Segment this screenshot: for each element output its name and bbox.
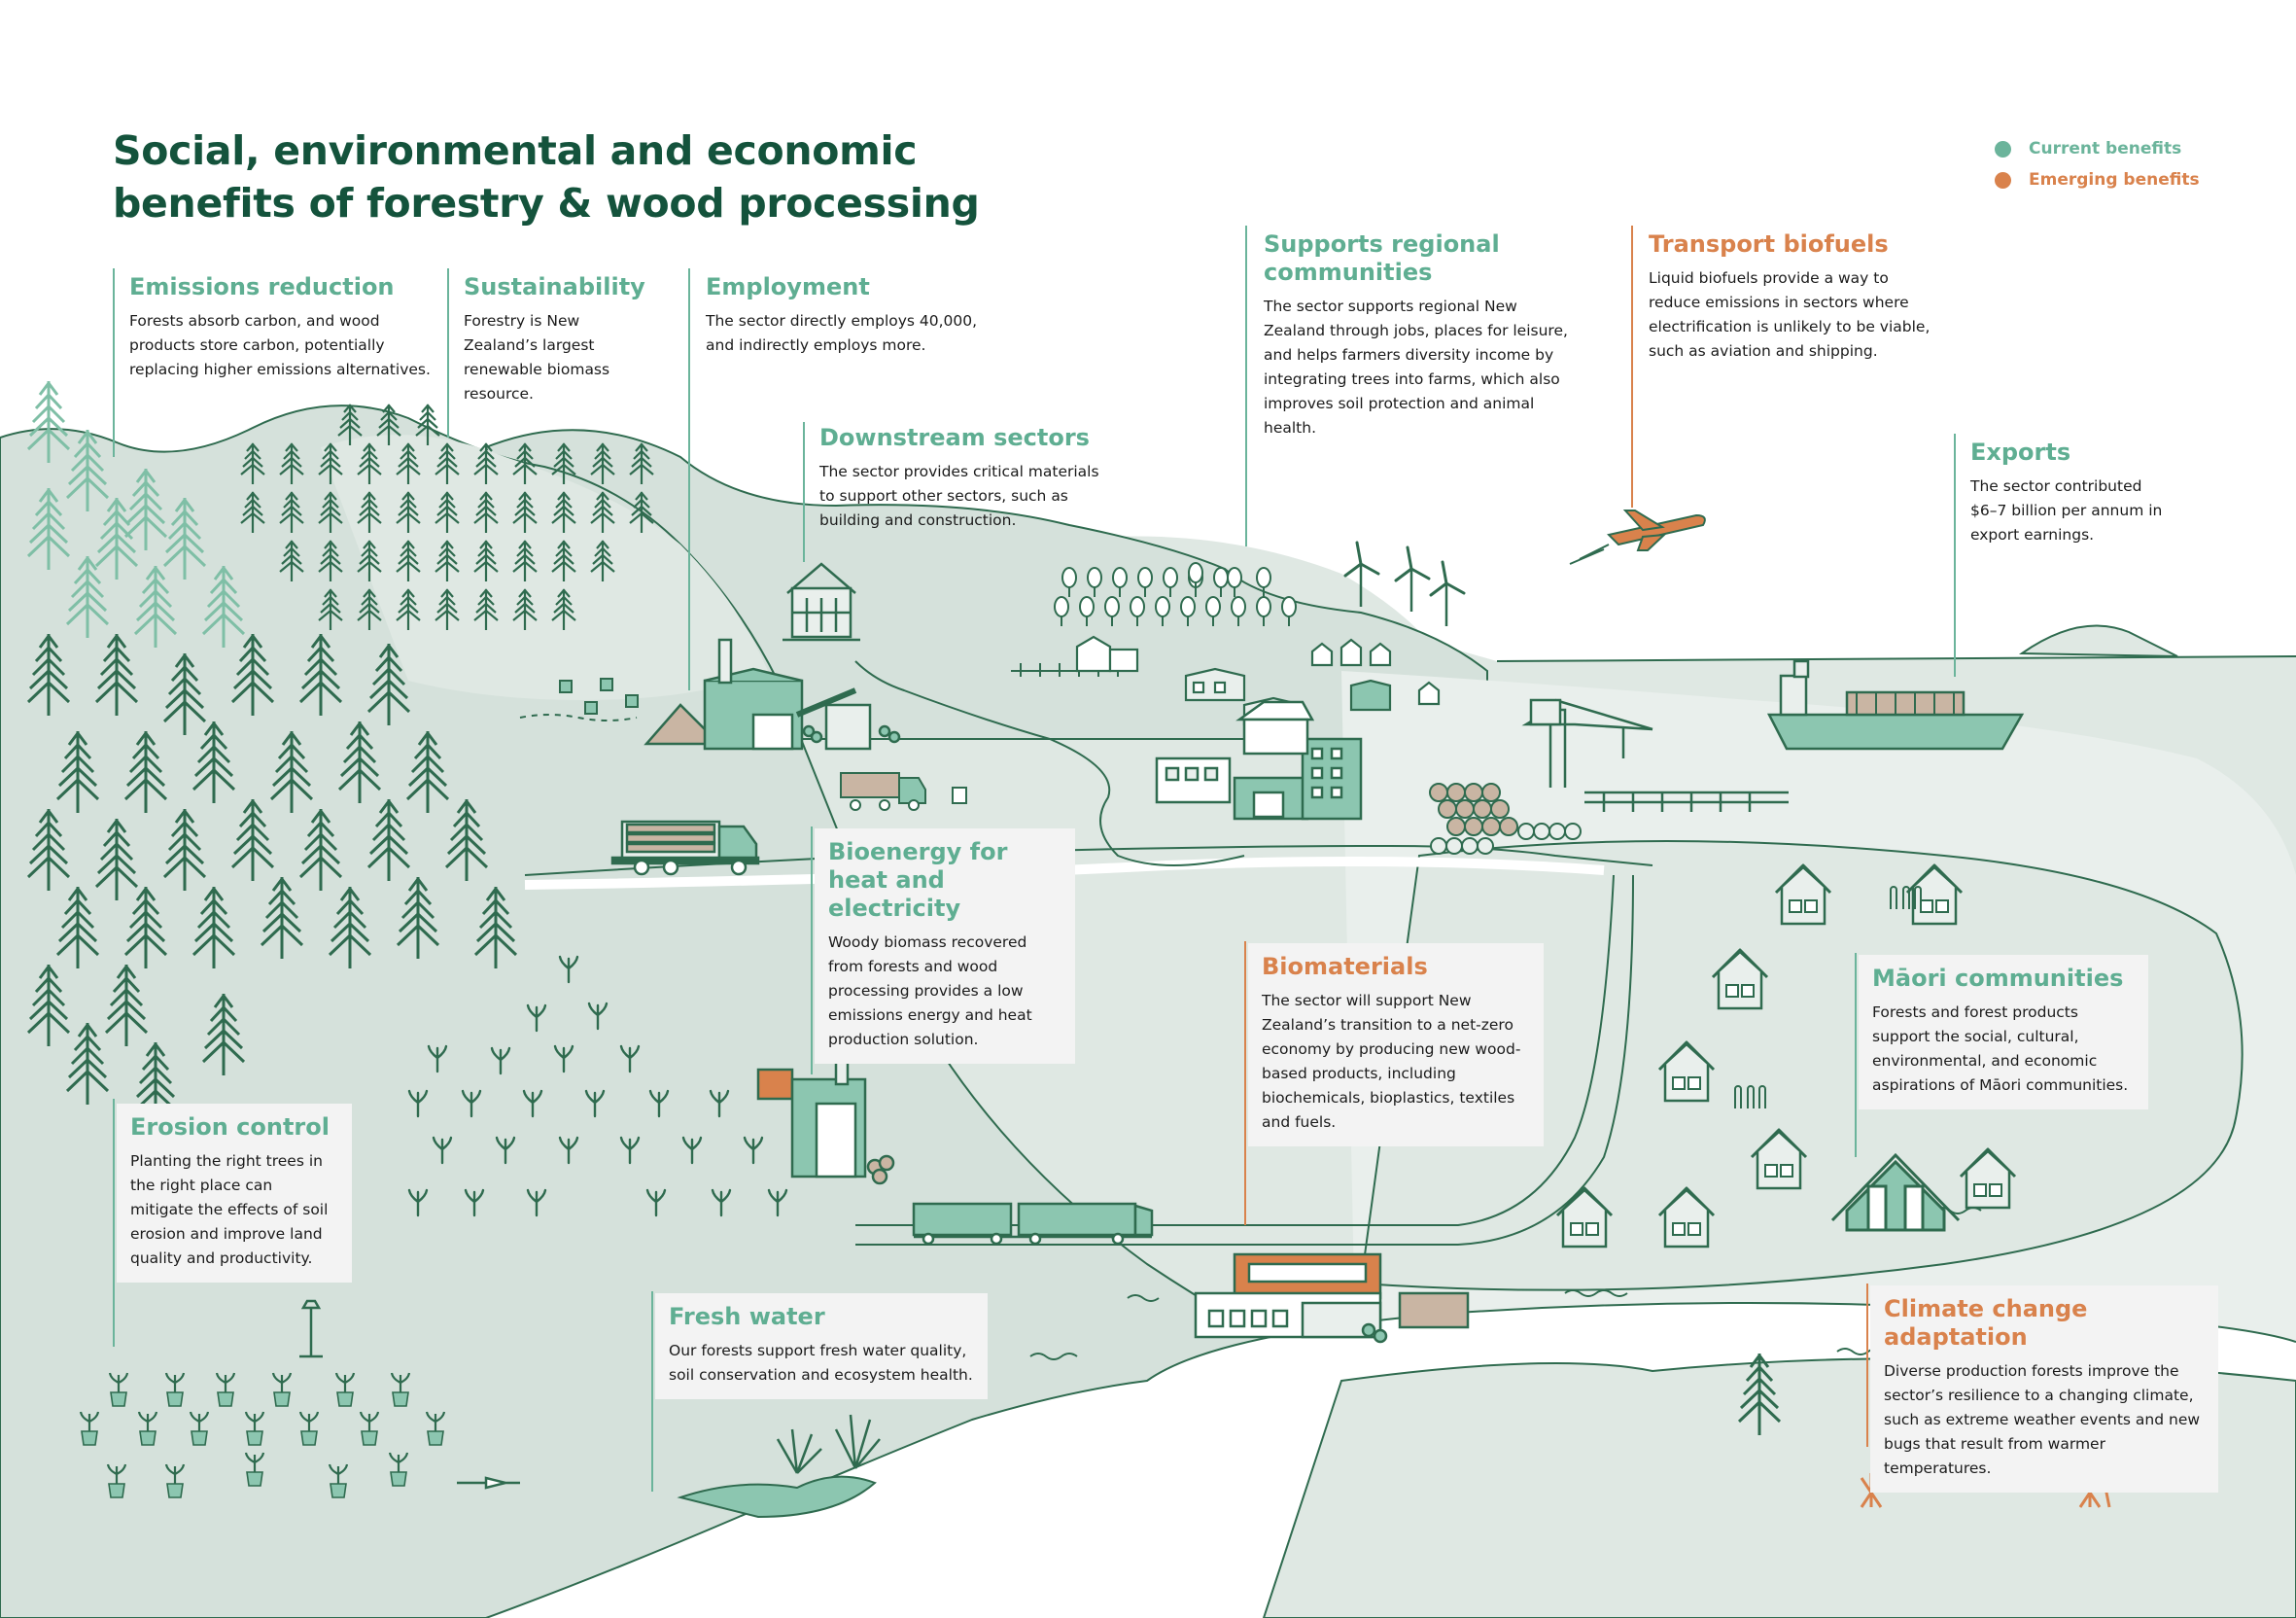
- callout-title: Employment: [706, 273, 870, 300]
- legend-emerging: Emerging benefits: [1995, 164, 2200, 195]
- legend-emerging-label: Emerging benefits: [2029, 170, 2200, 190]
- callout-title: Fresh water: [669, 1303, 825, 1330]
- callout-title: Exports: [1970, 439, 2071, 466]
- crane-icon: [1521, 698, 1789, 812]
- callout-erosion-control: Erosion control Planting the right trees…: [117, 1104, 352, 1283]
- callout-title: Erosion control: [130, 1113, 330, 1141]
- legend-current-label: Current benefits: [2029, 139, 2182, 158]
- legend-current: Current benefits: [1995, 133, 2200, 164]
- callout-text: Forests and forest products support the …: [1872, 1003, 2129, 1094]
- cargo-ship-icon: [1766, 659, 2025, 751]
- emissions-leader: [113, 268, 115, 457]
- current-dot-icon: [1995, 140, 2011, 158]
- callout-text: Our forests support fresh water quality,…: [669, 1342, 973, 1384]
- callout-supports-regional-communities: Supports regional communities The sector…: [1264, 230, 1575, 440]
- callout-transport-biofuels: Transport biofuels Liquid biofuels provi…: [1649, 230, 1931, 364]
- climate-leader: [1866, 1284, 1868, 1447]
- log-truck-icon: [610, 820, 760, 876]
- sawmill: [644, 638, 901, 751]
- downstream-leader: [803, 422, 805, 562]
- callout-text: The sector supports regional New Zealand…: [1264, 298, 1568, 437]
- callout-maori-communities: Māori communities Forests and forest pro…: [1859, 955, 2148, 1109]
- callout-biomaterials: Biomaterials The sector will support New…: [1248, 943, 1544, 1146]
- maori-leader: [1855, 953, 1857, 1157]
- callout-exports: Exports The sector contributed $6–7 bill…: [1970, 439, 2165, 547]
- callout-title: Sustainability: [464, 273, 645, 300]
- page-title: Social, environmental and economic benef…: [113, 127, 980, 227]
- callout-employment: Employment The sector directly employs 4…: [706, 273, 988, 358]
- callout-title: Downstream sectors: [819, 424, 1090, 451]
- callout-title: Māori communities: [1872, 965, 2124, 992]
- emerging-dot-icon: [1995, 171, 2011, 189]
- biofuels-leader: [1631, 226, 1633, 508]
- callout-bioenergy: Bioenergy for heat and electricity Woody…: [815, 828, 1075, 1064]
- callout-text: Forests absorb carbon, and wood products…: [129, 312, 431, 378]
- sustainability-leader: [447, 268, 449, 438]
- callout-text: Liquid biofuels provide a way to reduce …: [1649, 269, 1931, 360]
- erosion-leader: [113, 1099, 115, 1347]
- callout-emissions-reduction: Emissions reduction Forests absorb carbo…: [129, 273, 450, 382]
- callout-text: The sector contributed $6–7 billion per …: [1970, 477, 2163, 544]
- callout-text: The sector directly employs 40,000, and …: [706, 312, 978, 354]
- callout-title: Bioenergy for heat and electricity: [828, 838, 1008, 922]
- callout-sustainability: Sustainability Forestry is New Zealand’s…: [464, 273, 658, 406]
- employment-leader: [688, 268, 690, 690]
- airplane-icon: [1569, 510, 1706, 565]
- callout-text: Diverse production forests improve the s…: [1884, 1362, 2201, 1477]
- bioenergy-leader: [811, 827, 813, 1074]
- exports-leader: [1954, 434, 1956, 677]
- freshwater-leader: [651, 1291, 653, 1492]
- callout-text: The sector provides critical materials t…: [819, 463, 1099, 529]
- callout-text: Forestry is New Zealand’s largest renewa…: [464, 312, 610, 403]
- legend: Current benefits Emerging benefits: [1995, 133, 2200, 195]
- callout-downstream-sectors: Downstream sectors The sector provides c…: [819, 424, 1101, 533]
- callout-title: Climate change adaptation: [1884, 1295, 2088, 1351]
- callout-title: Transport biofuels: [1649, 230, 1889, 258]
- callout-text: Woody biomass recovered from forests and…: [828, 933, 1032, 1048]
- callout-climate-change-adaptation: Climate change adaptation Diverse produc…: [1870, 1285, 2218, 1493]
- callout-fresh-water: Fresh water Our forests support fresh wa…: [655, 1293, 988, 1399]
- train-icon: [912, 1202, 1154, 1246]
- marae-icon: [1830, 1152, 1961, 1232]
- biomaterials-leader: [1244, 941, 1246, 1225]
- callout-text: Planting the right trees in the right pl…: [130, 1152, 329, 1267]
- callout-title: Supports regional communities: [1264, 230, 1500, 286]
- callout-title: Emissions reduction: [129, 273, 395, 300]
- callout-text: The sector will support New Zealand’s tr…: [1262, 992, 1521, 1131]
- regional-leader: [1245, 226, 1247, 546]
- callout-title: Biomaterials: [1262, 953, 1428, 980]
